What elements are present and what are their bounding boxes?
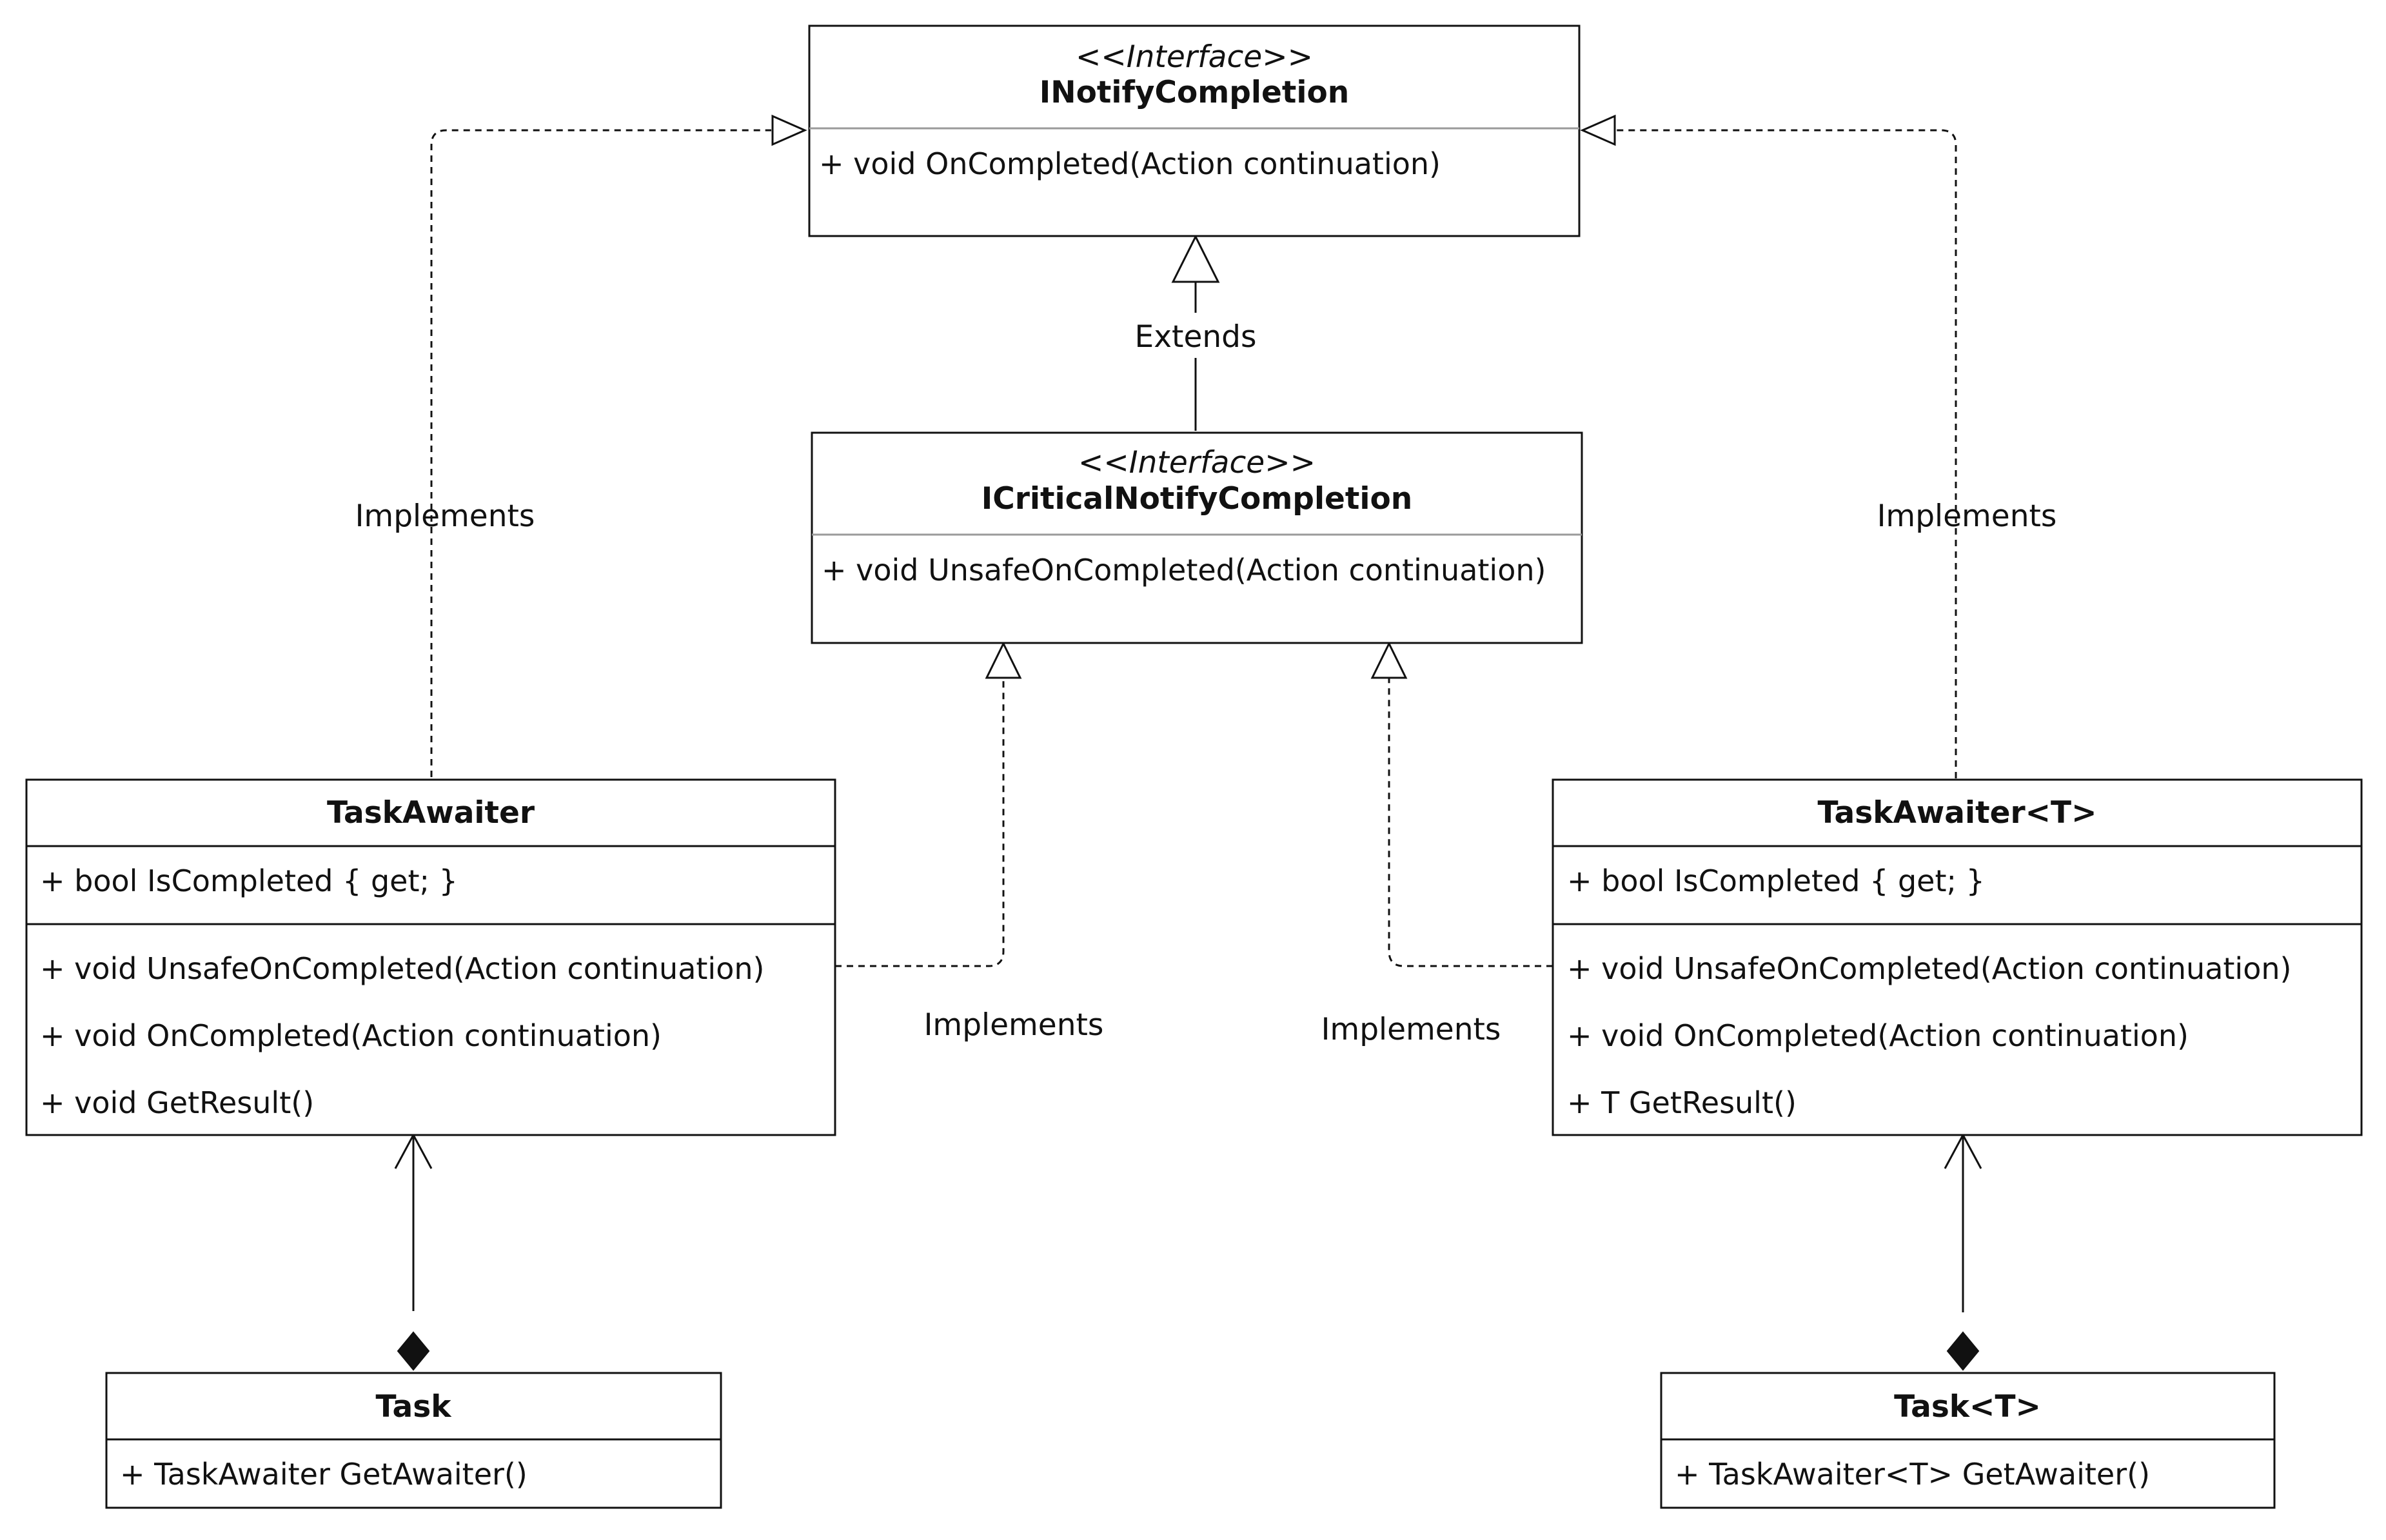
class-name: ICriticalNotifyCompletion xyxy=(981,481,1413,517)
arrowhead-inotify-right xyxy=(1580,114,1616,146)
method-unsafeoncompleted: + void UnsafeOnCompleted(Action continua… xyxy=(1567,951,2291,986)
arrowhead-inotify-left xyxy=(771,114,807,146)
method-getresult: + T GetResult() xyxy=(1567,1085,1797,1120)
label-extends: Extends xyxy=(1135,319,1257,355)
method-oncompleted: + void OnCompleted(Action continuation) xyxy=(40,1018,662,1053)
method-getawaiter: + TaskAwaiter GetAwaiter() xyxy=(120,1457,527,1492)
edge-taskawaiter-implements-icritical xyxy=(835,678,1005,967)
diamond-task xyxy=(397,1331,430,1371)
method-getresult: + void GetResult() xyxy=(40,1085,314,1120)
class-task-t: Task<T> + TaskAwaiter<T> GetAwaiter() xyxy=(1660,1372,2276,1509)
class-name: Task<T> xyxy=(1894,1389,2041,1425)
class-name: TaskAwaiter<T> xyxy=(1818,795,2097,831)
class-name: TaskAwaiter xyxy=(327,795,535,831)
label-implements-left-critical: Implements xyxy=(924,1007,1104,1043)
property-iscompleted: + bool IsCompleted { get; } xyxy=(1567,864,1985,898)
class-taskawaiter-t: TaskAwaiter<T> + bool IsCompleted { get;… xyxy=(1552,778,2363,1136)
property-iscompleted: + bool IsCompleted { get; } xyxy=(40,864,458,898)
edge-taskawaiter-t-implements-icritical xyxy=(1388,678,1553,967)
diamond-task-t xyxy=(1946,1331,1980,1371)
class-taskawaiter: TaskAwaiter + bool IsCompleted { get; } … xyxy=(25,778,836,1136)
member-oncompleted: + void OnCompleted(Action continuation) xyxy=(819,146,1441,181)
class-name: Task xyxy=(376,1389,453,1425)
edge-taskawaiter-implements-inotify xyxy=(430,129,771,777)
member-unsafeoncompleted: + void UnsafeOnCompleted(Action continua… xyxy=(822,553,1546,587)
stereotype-label: <<Interface>> xyxy=(1078,445,1316,480)
class-icriticalnotifycompletion: <<Interface>> ICriticalNotifyCompletion … xyxy=(811,431,1583,644)
method-getawaiter: + TaskAwaiter<T> GetAwaiter() xyxy=(1675,1457,2150,1492)
label-implements-right-critical: Implements xyxy=(1321,1012,1501,1047)
arrowhead-icritical-right xyxy=(1370,641,1408,679)
stereotype-label: <<Interface>> xyxy=(1076,39,1313,75)
class-name: INotifyCompletion xyxy=(1040,75,1350,110)
arrowhead-icritical-left xyxy=(985,641,1022,679)
label-implements-left-top: Implements xyxy=(355,499,535,534)
class-inotifycompletion: <<Interface>> INotifyCompletion + void O… xyxy=(808,25,1581,237)
edge-taskawaiter-t-implements-inotify xyxy=(1616,129,1957,778)
method-unsafeoncompleted: + void UnsafeOnCompleted(Action continua… xyxy=(40,951,764,986)
arrowhead-inotify-bottom xyxy=(1171,234,1220,283)
label-implements-right-top: Implements xyxy=(1877,499,2057,534)
class-task: Task + TaskAwaiter GetAwaiter() xyxy=(105,1372,722,1509)
method-oncompleted: + void OnCompleted(Action continuation) xyxy=(1567,1018,2189,1053)
